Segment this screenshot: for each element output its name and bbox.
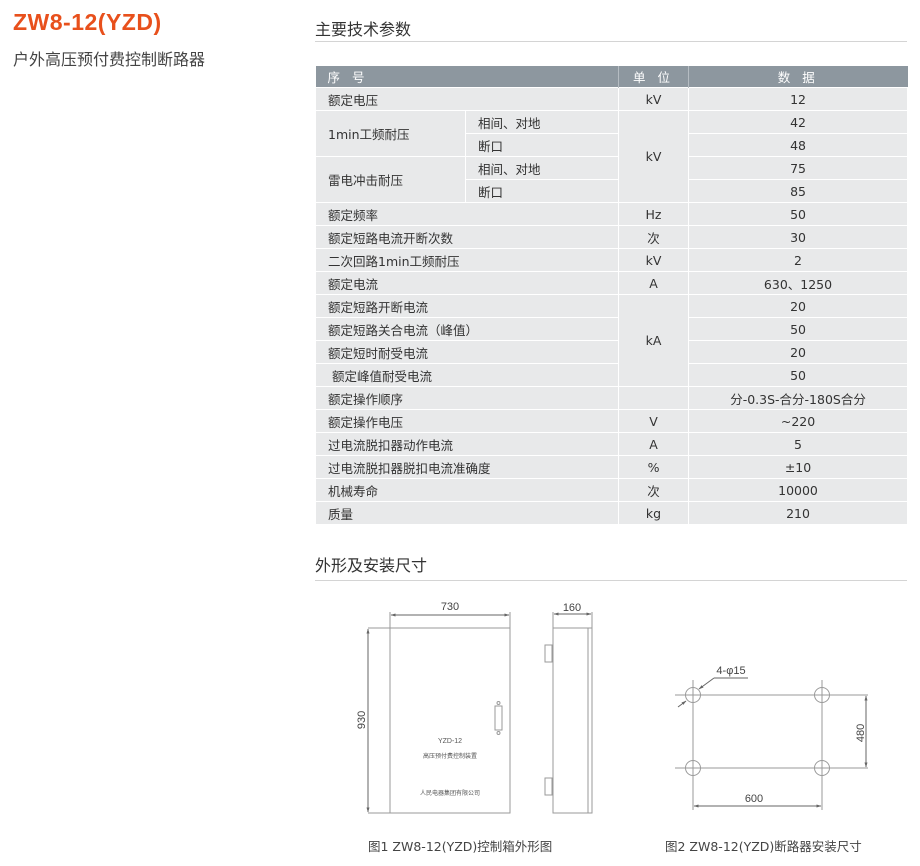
table-row: 额定操作顺序 分-0.3S-合分-180S合分 bbox=[314, 386, 909, 410]
row-item: 额定短路电流开断次数 bbox=[314, 225, 620, 249]
mounting-hole-icon bbox=[685, 760, 701, 776]
row-item: 额定短时耐受电流 bbox=[314, 340, 620, 364]
table-row: 质量 kg 210 bbox=[314, 501, 909, 525]
row-item: 额定短路开断电流 bbox=[314, 294, 620, 318]
header-item: 序 号 bbox=[315, 66, 620, 88]
panel-maker-label: 人民电器集团有限公司 bbox=[420, 789, 480, 797]
row-unit: kg bbox=[618, 501, 690, 525]
row-value: 630、1250 bbox=[688, 271, 909, 295]
width-dimension-label: 730 bbox=[441, 601, 459, 613]
table-row: 额定短路电流开断次数 次 30 bbox=[314, 225, 909, 249]
figure2-caption: 图2 ZW8-12(YZD)断路器安装尺寸 bbox=[665, 839, 862, 854]
row-item: 额定短路关合电流（峰值） bbox=[314, 317, 620, 341]
height-dimension-label: 930 bbox=[356, 711, 368, 729]
row-value: 50 bbox=[688, 202, 909, 226]
row-item: 过电流脱扣器脱扣电流准确度 bbox=[314, 455, 620, 479]
header-value: 数 据 bbox=[688, 66, 908, 88]
table-row: 额定短路开断电流 kA 20 bbox=[314, 294, 909, 387]
row-value: 20 bbox=[688, 340, 909, 364]
row-value: 分-0.3S-合分-180S合分 bbox=[688, 386, 909, 410]
row-item: 二次回路1min工频耐压 bbox=[314, 248, 620, 272]
row-value: 30 bbox=[688, 225, 909, 249]
hinge-bottom-icon bbox=[544, 777, 553, 796]
specs-table: 序 号 单 位 数 据 额定电压 kV 12 1min工频耐压 相间、对地 kV… bbox=[314, 66, 909, 525]
table-row: 过电流脱扣器脱扣电流准确度 % ±10 bbox=[314, 455, 909, 479]
row-item: 过电流脱扣器动作电流 bbox=[314, 432, 620, 456]
product-name-subtitle: 户外高压预付费控制断路器 bbox=[13, 50, 206, 69]
row-value: 50 bbox=[688, 363, 909, 387]
row-subitem: 相间、对地 bbox=[464, 156, 620, 180]
row-item: 额定频率 bbox=[314, 202, 620, 226]
dimensions-section-title: 外形及安装尺寸 bbox=[315, 556, 428, 575]
row-unit: % bbox=[618, 455, 690, 479]
row-value: 210 bbox=[688, 501, 909, 525]
row-unit: A bbox=[618, 271, 690, 295]
row-value: 75 bbox=[688, 156, 909, 180]
table-row: 额定电流 A 630、1250 bbox=[314, 271, 909, 295]
panel-model-label: YZD-12 bbox=[438, 738, 462, 745]
row-unit: kV bbox=[618, 248, 690, 272]
header-unit: 单 位 bbox=[618, 66, 690, 88]
cabinet-side-view bbox=[544, 612, 593, 814]
row-item: 机械寿命 bbox=[314, 478, 620, 502]
mounting-hole-plan bbox=[675, 677, 868, 810]
table-row: 断口 48 bbox=[316, 133, 909, 157]
row-value: ±10 bbox=[688, 455, 909, 479]
row-subitem: 相间、对地 bbox=[464, 110, 620, 134]
panel-name-label: 高压预付费控制装置 bbox=[423, 752, 477, 760]
table-row: 额定电压 kV 12 bbox=[314, 87, 909, 111]
row-item: 1min工频耐压 bbox=[315, 110, 466, 157]
row-item: 质量 bbox=[314, 501, 620, 525]
row-item: 额定电压 bbox=[314, 87, 620, 111]
cabinet-front-outline bbox=[389, 627, 511, 814]
depth-dimension-label: 160 bbox=[563, 602, 581, 614]
dimensions-section-divider bbox=[315, 580, 907, 581]
cabinet-front-view bbox=[366, 612, 511, 814]
horizontal-spacing-label: 600 bbox=[745, 793, 763, 805]
hole-spec-label: 4-φ15 bbox=[716, 665, 745, 677]
row-item: 额定峰值耐受电流 bbox=[314, 363, 620, 387]
table-row: 额定操作电压 V ~220 bbox=[314, 409, 909, 433]
product-model-title: ZW8-12(YZD) bbox=[13, 9, 162, 35]
row-value: ~220 bbox=[688, 409, 909, 433]
row-value: 12 bbox=[688, 87, 909, 111]
mounting-hole-icon bbox=[814, 760, 830, 776]
row-unit: V bbox=[618, 409, 690, 433]
figure1-caption: 图1 ZW8-12(YZD)控制箱外形图 bbox=[368, 839, 553, 854]
specs-section-divider bbox=[315, 41, 907, 42]
table-row: 过电流脱扣器动作电流 A 5 bbox=[314, 432, 909, 456]
specs-section-title: 主要技术参数 bbox=[315, 20, 412, 39]
row-value: 20 bbox=[688, 294, 909, 318]
table-row: 额定短路关合电流（峰值） 50 bbox=[314, 317, 909, 341]
row-unit: kV bbox=[618, 110, 690, 203]
table-row: 1min工频耐压 相间、对地 kV 42 bbox=[315, 110, 909, 203]
row-subitem: 断口 bbox=[464, 133, 620, 157]
vertical-spacing-label: 480 bbox=[855, 724, 867, 742]
mounting-hole-icon bbox=[685, 687, 701, 703]
table-row: 额定短时耐受电流 20 bbox=[314, 340, 909, 364]
row-item: 额定操作电压 bbox=[314, 409, 620, 433]
row-value: 48 bbox=[688, 133, 909, 157]
door-handle-icon bbox=[494, 705, 503, 731]
table-row: 雷电冲击耐压 相间、对地 75 bbox=[315, 156, 909, 203]
table-row: 额定峰值耐受电流 50 bbox=[314, 363, 909, 387]
row-item: 雷电冲击耐压 bbox=[315, 156, 466, 203]
row-item: 额定操作顺序 bbox=[314, 386, 620, 410]
table-header-row: 序 号 单 位 数 据 bbox=[315, 66, 908, 88]
cabinet-side-outline bbox=[552, 627, 593, 814]
hinge-top-icon bbox=[544, 644, 553, 663]
row-value: 42 bbox=[688, 110, 909, 134]
mounting-hole-icon bbox=[814, 687, 830, 703]
table-row: 额定频率 Hz 50 bbox=[314, 202, 909, 226]
